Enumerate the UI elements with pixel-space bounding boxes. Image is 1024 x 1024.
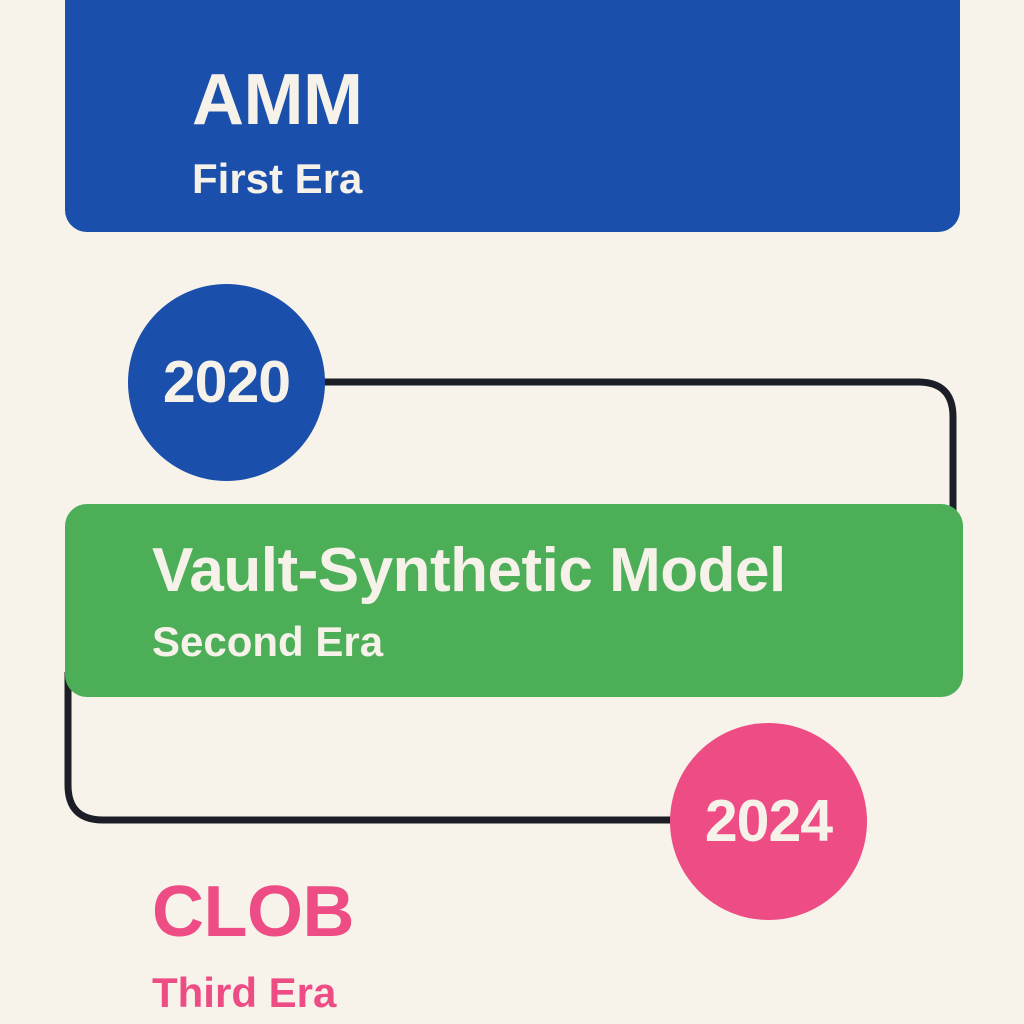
era-subtitle-third: Third Era [152,969,337,1016]
era-title-first: AMM [192,60,363,140]
year-node-2024[interactable]: 2024 [670,723,867,920]
era-text-third[interactable]: CLOB Third Era [152,876,354,1014]
era-title-third: CLOB [152,872,354,952]
era-card-first[interactable]: AMM First Era [65,0,960,232]
era-subtitle-first: First Era [192,155,363,202]
era-title-second: Vault-Synthetic Model [152,535,786,605]
year-label-2020: 2020 [162,349,291,415]
year-label-2024: 2024 [704,788,833,854]
year-node-2020[interactable]: 2020 [128,284,325,481]
era-card-second[interactable]: Vault-Synthetic Model Second Era [65,504,963,697]
era-subtitle-second: Second Era [152,618,384,666]
